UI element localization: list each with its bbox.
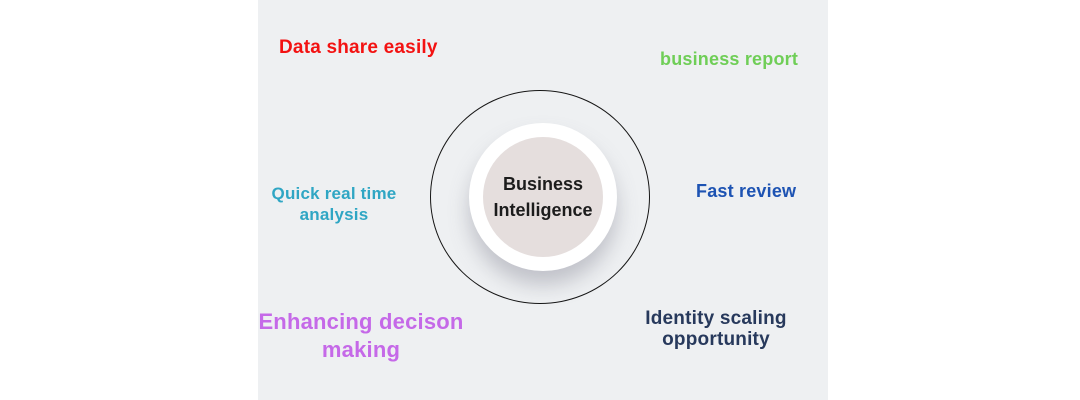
- center-title-line1: Business: [502, 174, 584, 194]
- label-identity-scaling-opportunity: Identity scaling opportunity: [645, 308, 787, 350]
- center-circle: Business Intelligence: [483, 137, 603, 257]
- center-white-ring: Business Intelligence: [469, 123, 617, 271]
- center-title-line2: Intelligence: [493, 200, 593, 220]
- label-data-share-easily: Data share easily: [279, 37, 438, 58]
- label-enhancing-decision-making: Enhancing decison making: [258, 309, 464, 362]
- label-fast-review: Fast review: [696, 181, 797, 201]
- label-business-report: business report: [660, 49, 799, 69]
- outer-ring-circle: [430, 90, 650, 304]
- label-quick-real-time-analysis: Quick real time analysis: [271, 184, 397, 224]
